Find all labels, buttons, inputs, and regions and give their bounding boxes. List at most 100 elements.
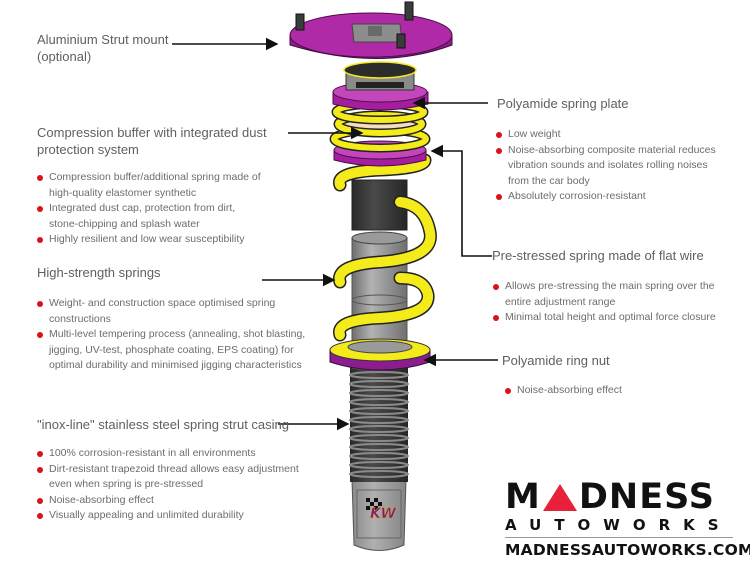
bullet-line: entire adjustment range	[505, 295, 616, 308]
thread-ring	[349, 380, 409, 388]
bullet-line: optimal durability and minimised jigging…	[49, 359, 302, 371]
aluminium-strut-mount	[289, 1, 453, 59]
arrow-pre-stressed-spring	[430, 144, 492, 257]
bullet-line: Minimal total height and optimal force c…	[505, 311, 716, 323]
thread-ring	[349, 452, 409, 460]
bullet-icon	[505, 388, 511, 394]
bullet-icon	[37, 451, 43, 457]
bullet-line: Dirt-resistant trapezoid thread allows e…	[49, 462, 299, 475]
bullet-line: 100% corrosion-resistant in all environm…	[49, 447, 256, 459]
bullet-icon	[37, 237, 43, 243]
polyamide-spring-plate-title: Polyamide spring plate	[497, 95, 629, 112]
title-line: Polyamide ring nut	[502, 353, 610, 368]
bullet-line: Absolutely corrosion-resistant	[508, 190, 646, 202]
inox-line-bullets: 100% corrosion-resistant in all environm…	[36, 446, 299, 524]
bullet-line: Visually appealing and unlimited durabil…	[49, 509, 244, 521]
polyamide-ring-nut-bullets: Noise-absorbing effect	[504, 383, 622, 399]
compression-buffer-bullets: Compression buffer/additional spring mad…	[36, 170, 261, 248]
strut-mount-title: Aluminium Strut mount (optional)	[37, 31, 169, 65]
madness-autoworks-logo: M DNESS AUTOWORKS MADNESSAUTOWORKS.COM	[505, 478, 750, 560]
bullet-icon	[496, 147, 502, 154]
bullet-line: even when spring is pre-stressed	[49, 478, 204, 490]
thread-ring	[349, 398, 409, 406]
thread-ring	[349, 389, 409, 397]
polyamide-ring-nut	[329, 338, 431, 371]
list-item: Integrated dust cap, protection from dir…	[36, 201, 261, 232]
main-spring	[333, 153, 437, 342]
bullet-line: constructions	[49, 312, 111, 325]
title-line: "inox-line" stainless steel spring strut…	[37, 417, 290, 432]
list-item: Noise-absorbing effect	[36, 493, 299, 509]
title-line: protection system	[37, 142, 139, 157]
thread-ring	[349, 407, 409, 415]
list-item: Multi-level tempering process (annealing…	[36, 327, 305, 374]
strut-housing: KW	[351, 479, 407, 551]
high-strength-springs-bullets: Weight- and construction space optimised…	[36, 296, 305, 374]
bullet-line: Multi-level tempering process (annealing…	[49, 328, 306, 340]
logo-wordmark: M DNESS	[505, 478, 745, 516]
list-item: Minimal total height and optimal force c…	[492, 310, 716, 326]
thread-ring	[349, 371, 409, 379]
bullet-icon	[37, 466, 43, 473]
thread-ring	[349, 461, 409, 469]
bullet-line: Highly resilient and low wear susceptibi…	[49, 233, 245, 245]
bullet-icon	[37, 332, 43, 338]
compression-buffer-title: Compression buffer with integrated dust …	[37, 124, 267, 158]
list-item: Noise-absorbing effect	[504, 383, 622, 399]
title-line: Compression buffer with integrated dust	[37, 125, 267, 140]
list-item: Low weight	[495, 127, 716, 143]
threaded-casing	[349, 360, 409, 482]
checkered-flag-icon	[366, 498, 382, 510]
list-item: Compression buffer/additional spring mad…	[36, 170, 261, 201]
logo-letters: DNESS	[578, 477, 715, 517]
bullet-line: Low weight	[508, 128, 561, 140]
thread-ring	[349, 416, 409, 424]
bullet-icon	[493, 315, 499, 321]
logo-triangle-icon	[542, 484, 577, 511]
list-item: Dirt-resistant trapezoid thread allows e…	[36, 462, 299, 493]
bullet-icon	[37, 301, 43, 307]
bullet-line: stone-chipping and splash water	[49, 217, 200, 230]
title-line: Aluminium Strut mount	[37, 32, 169, 47]
thread-ring	[349, 443, 409, 451]
list-item: Noise-absorbing composite material reduc…	[495, 143, 716, 190]
list-item: Allows pre-stressing the main spring ove…	[492, 279, 716, 310]
bullet-line: vibration sounds and isolates rolling no…	[508, 159, 708, 171]
bullet-line: Allows pre-stressing the main spring ove…	[505, 280, 715, 292]
list-item: 100% corrosion-resistant in all environm…	[36, 446, 299, 462]
polyamide-ring-nut-title: Polyamide ring nut	[502, 352, 610, 369]
bullet-line: Noise-absorbing effect	[49, 493, 154, 506]
logo-url: MADNESSAUTOWORKS.COM	[505, 541, 750, 559]
bullet-icon	[493, 284, 499, 290]
logo-subtitle: AUTOWORKS	[505, 517, 733, 538]
bullet-line: Weight- and construction space optimised…	[49, 297, 276, 309]
thread-ring	[349, 470, 409, 478]
bullet-icon	[37, 206, 43, 212]
pre-stressed-spring-title: Pre-stressed spring made of flat wire	[492, 247, 704, 264]
callout-arrows	[172, 37, 498, 431]
bullet-line: Noise-absorbing composite material reduc…	[508, 143, 716, 156]
list-item: Highly resilient and low wear susceptibi…	[36, 232, 261, 248]
bullet-line: jigging, UV-test, phosphate coating, EPS…	[49, 343, 294, 356]
bullet-line: Integrated dust cap, protection from dir…	[49, 202, 236, 214]
logo-letter-m: M	[505, 477, 541, 517]
kw-badge: KW	[370, 506, 396, 522]
list-item: Visually appealing and unlimited durabil…	[36, 508, 299, 524]
title-line: Pre-stressed spring made of flat wire	[492, 248, 704, 263]
title-line: (optional)	[37, 49, 92, 64]
bullet-line: high-quality elastomer synthetic	[49, 186, 197, 199]
bullet-line: Noise-absorbing effect	[517, 384, 622, 396]
bullet-icon	[37, 497, 43, 504]
bullet-icon	[37, 513, 43, 519]
bullet-icon	[496, 132, 502, 138]
bullet-icon	[37, 175, 43, 181]
bullet-line: from the car body	[508, 174, 590, 187]
bullet-icon	[496, 194, 502, 200]
polyamide-spring-plate-bullets: Low weight Noise-absorbing composite mat…	[495, 127, 716, 205]
top-bearing	[343, 61, 417, 91]
high-strength-springs-title: High-strength springs	[37, 264, 161, 281]
pre-stressed-spring-bullets: Allows pre-stressing the main spring ove…	[492, 279, 716, 326]
inox-line-title: "inox-line" stainless steel spring strut…	[37, 416, 289, 433]
title-line: Polyamide spring plate	[497, 96, 629, 111]
